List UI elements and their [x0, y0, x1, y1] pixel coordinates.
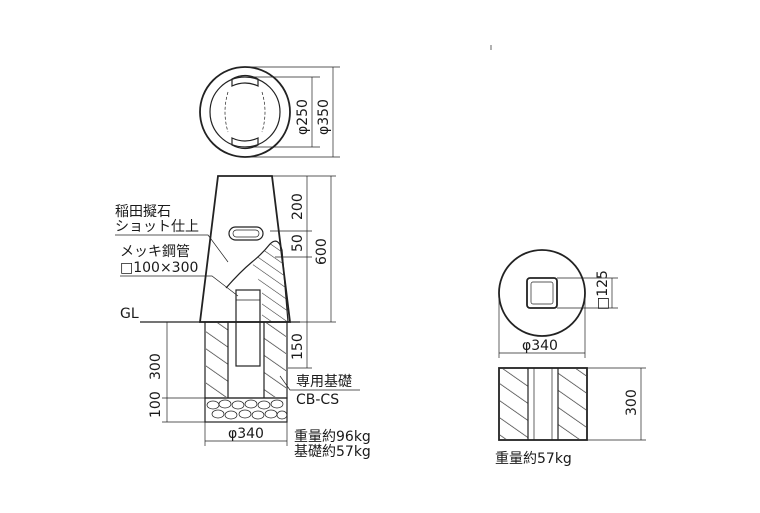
base-top-view: □125 φ340	[498, 249, 618, 358]
dim-embed-section: 150	[290, 333, 306, 360]
dim-base-top-diameter: φ340	[522, 338, 558, 354]
top-view: φ250 φ350	[199, 66, 340, 158]
base-weight-label: 重量約57kg	[495, 451, 572, 467]
pipe-label-2: □100×300	[120, 260, 198, 276]
dim-gravel-height: 100	[148, 391, 164, 418]
pipe-label-1: メッキ鋼管	[120, 244, 190, 260]
dim-base-side-height: 300	[624, 389, 640, 416]
dim-hole-section: 50	[290, 234, 306, 252]
main-view: GL	[115, 175, 371, 460]
top-handle-slot-bottom	[231, 137, 259, 150]
foundation-block	[204, 321, 288, 399]
top-inner-circle	[209, 76, 281, 148]
handle-hole	[228, 226, 264, 241]
top-outer-circle	[199, 66, 291, 158]
base-top-socket	[526, 277, 558, 309]
base-side-view: 300 重量約57kg	[495, 367, 646, 467]
base-top-circle	[498, 249, 586, 337]
base-side-outline	[498, 367, 588, 441]
dim-base-diameter: φ340	[228, 426, 264, 442]
top-handle-slot	[231, 74, 259, 87]
dim-top-inner: φ250	[295, 99, 311, 135]
dim-top-section: 200	[290, 193, 306, 220]
material-label-2: ショット仕上	[115, 219, 199, 235]
weight-total-label: 重量約96kg	[294, 429, 371, 445]
ground-level-label: GL	[120, 306, 139, 322]
steel-pipe	[235, 289, 261, 367]
dim-base-height: 300	[148, 353, 164, 380]
cutaway-hatch-region	[252, 241, 288, 322]
dim-socket: □125	[595, 270, 611, 310]
material-label-1: 稲田擬石	[115, 204, 171, 220]
gravel-layer	[204, 397, 288, 423]
weight-base-label: 基礎約57kg	[294, 443, 371, 460]
dim-body-height: 600	[314, 238, 330, 265]
dim-top-outer: φ350	[316, 99, 332, 135]
top-dashed-arc	[224, 91, 266, 133]
foundation-label-1: 専用基礎	[296, 373, 352, 390]
foundation-label-2: CB-CS	[296, 392, 339, 408]
